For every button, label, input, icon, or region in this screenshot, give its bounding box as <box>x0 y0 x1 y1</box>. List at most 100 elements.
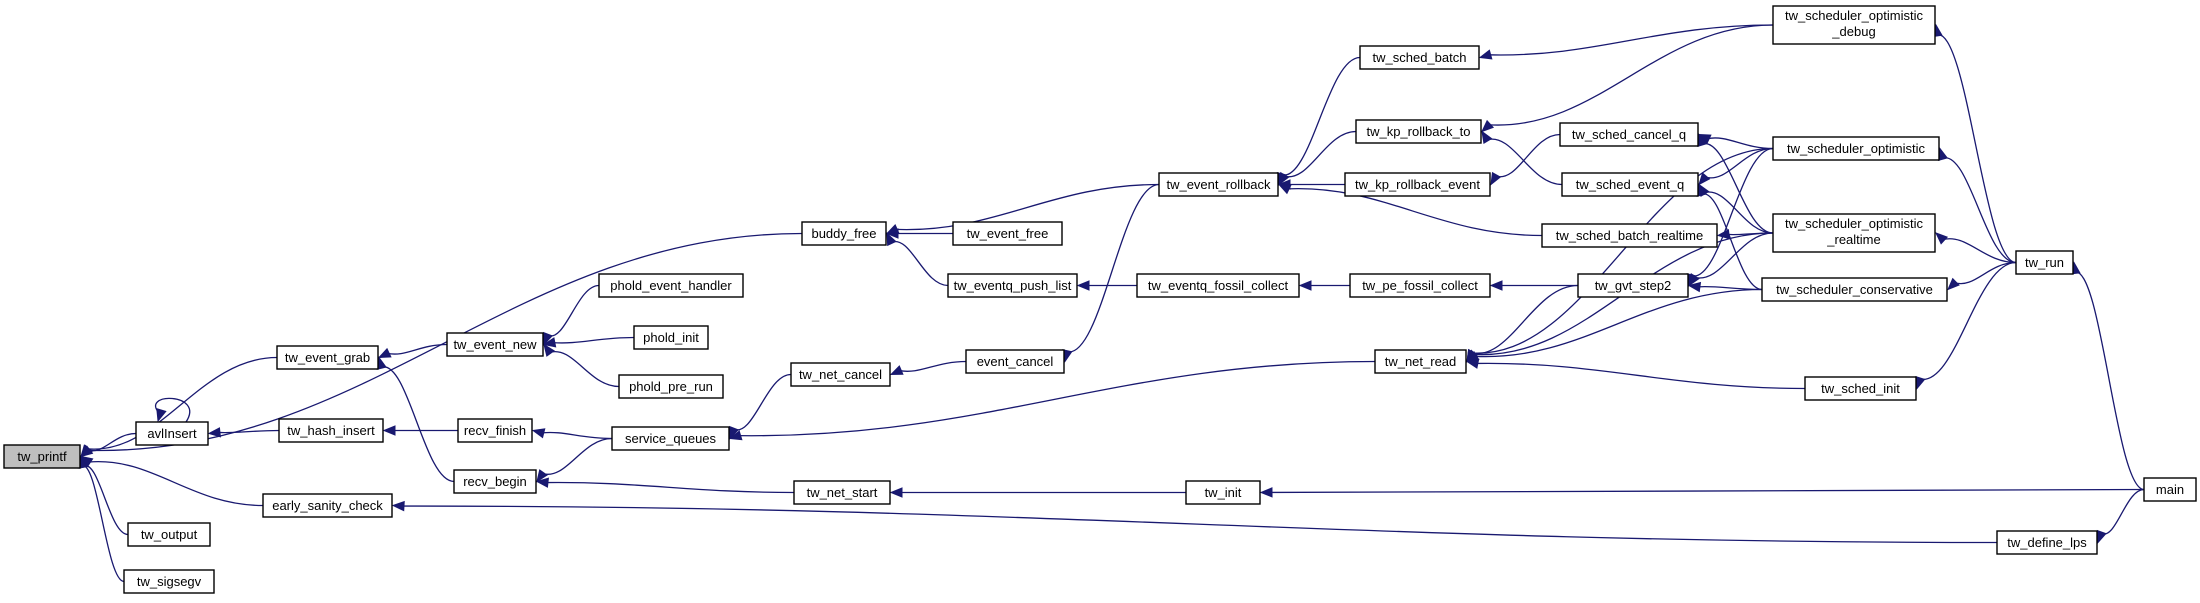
edge-tw-event-new-to-tw-event-grab <box>377 343 448 359</box>
edge-tw-net-read-to-service-queues <box>728 360 1376 441</box>
edge-tw-run-to-tw-scheduler-conservative <box>1947 261 2017 291</box>
node-tw-sched-init[interactable]: tw_sched_init <box>1804 376 1917 401</box>
node-tw-kp-rollback-event[interactable]: tw_kp_rollback_event <box>1344 172 1491 197</box>
node-tw-pe-fossil-collect[interactable]: tw_pe_fossil_collect <box>1349 273 1491 298</box>
node-tw-init[interactable]: tw_init <box>1185 480 1261 505</box>
edge-recv-begin-to-tw-event-grab <box>376 356 455 483</box>
edge-event-cancel-to-tw-net-cancel-arrowhead <box>889 365 904 376</box>
node-service-queues[interactable]: service_queues <box>611 426 730 451</box>
node-recv-begin[interactable]: recv_begin <box>453 469 537 494</box>
node-tw-event-grab[interactable]: tw_event_grab <box>276 345 379 370</box>
node-box <box>2143 477 2197 502</box>
node-tw-run[interactable]: tw_run <box>2015 250 2074 275</box>
edge-tw-scheduler-optimistic-realtime-to-tw-sched-cancel-q-line <box>1700 143 1774 234</box>
edge-tw-scheduler-optimistic-debug-to-tw-kp-rollback-to-arrowhead <box>1481 119 1495 133</box>
node-tw-net-cancel[interactable]: tw_net_cancel <box>790 362 891 387</box>
edge-avlInsert-to-avlInsert-arrowhead <box>156 407 167 423</box>
edge-tw-sched-init-to-tw-net-read-line <box>1475 362 1806 390</box>
node-box <box>135 421 209 446</box>
node-avlInsert[interactable]: avlInsert <box>135 421 209 446</box>
node-box <box>1559 122 1699 147</box>
node-event-cancel[interactable]: event_cancel <box>965 349 1065 374</box>
edge-recv-begin-to-tw-event-grab-line <box>380 366 455 483</box>
node-box <box>1136 273 1300 298</box>
node-tw-scheduler-optimistic-realtime[interactable]: tw_scheduler_optimistic_realtime <box>1772 213 1936 253</box>
node-early-sanity-check[interactable]: early_sanity_check <box>262 493 393 518</box>
node-box <box>633 325 709 350</box>
node-tw-net-read[interactable]: tw_net_read <box>1374 349 1467 374</box>
edge-phold-event-handler-to-tw-event-new <box>543 284 600 346</box>
node-box <box>457 418 533 443</box>
node-box <box>453 469 537 494</box>
edge-buddy-free-to-tw-printf-arrowhead <box>79 445 94 458</box>
edge-tw-run-to-tw-scheduler-optimistic-realtime <box>1935 232 2017 264</box>
node-box <box>611 426 730 451</box>
edge-phold-pre-run-to-tw-event-new-line <box>548 350 620 388</box>
node-box <box>618 374 724 399</box>
edge-tw-scheduler-optimistic-debug-to-tw-sched-batch-line <box>1488 24 1774 56</box>
node-tw-hash-insert[interactable]: tw_hash_insert <box>278 418 384 443</box>
edge-tw-eventq-fossil-collect-to-tw-eventq-push-list <box>1076 280 1138 291</box>
edge-phold-event-handler-to-tw-event-new-line <box>546 284 600 337</box>
node-label: tw_sched_batch_realtime <box>1556 228 1703 243</box>
node-label: service_queues <box>625 431 717 446</box>
node-phold-event-handler[interactable]: phold_event_handler <box>598 273 744 298</box>
edge-tw-eventq-push-list-to-buddy-free-line <box>890 240 949 287</box>
node-tw-event-free[interactable]: tw_event_free <box>952 221 1063 246</box>
node-label: tw_gvt_step2 <box>1595 278 1672 293</box>
node-tw-sigsegv[interactable]: tw_sigsegv <box>123 569 215 594</box>
node-box <box>1761 277 1948 302</box>
node-buddy-free[interactable]: buddy_free <box>801 221 887 246</box>
node-label: tw_sched_cancel_q <box>1572 127 1686 142</box>
node-tw-gvt-step2[interactable]: tw_gvt_step2 <box>1577 273 1689 298</box>
edge-tw-scheduler-optimistic-debug-to-tw-sched-batch <box>1478 24 1774 60</box>
edge-tw-scheduler-optimistic-to-tw-sched-event-q-line <box>1704 147 1774 179</box>
node-box <box>947 273 1078 298</box>
edge-main-to-tw-run <box>2070 261 2145 491</box>
edge-tw-scheduler-optimistic-to-tw-sched-event-q <box>1698 147 1774 186</box>
node-box <box>1772 213 1936 253</box>
node-phold-init[interactable]: phold_init <box>633 325 709 350</box>
edge-tw-run-to-tw-scheduler-optimistic-realtime-line <box>1942 238 2017 264</box>
edge-tw-run-to-tw-scheduler-conservative-arrowhead <box>1947 277 1960 291</box>
node-label: tw_event_rollback <box>1166 177 1271 192</box>
node-tw-sched-event-q[interactable]: tw_sched_event_q <box>1561 172 1699 197</box>
node-box <box>1374 349 1467 374</box>
node-box <box>446 332 544 357</box>
node-tw-sched-batch[interactable]: tw_sched_batch <box>1359 45 1480 70</box>
node-label: tw_scheduler_conservative <box>1776 282 1933 297</box>
edge-avlInsert-to-avlInsert-line <box>155 397 191 423</box>
edge-tw-net-read-to-service-queues-line <box>738 360 1376 437</box>
node-tw-kp-rollback-to[interactable]: tw_kp_rollback_to <box>1355 119 1482 144</box>
node-tw-net-start[interactable]: tw_net_start <box>793 480 891 505</box>
edge-service-queues-to-recv-begin-arrowhead <box>536 469 548 483</box>
node-tw-printf[interactable]: tw_printf <box>3 444 81 469</box>
edge-recv-finish-to-tw-hash-insert-arrowhead <box>382 425 396 436</box>
node-label: tw_sched_batch <box>1373 50 1467 65</box>
node-recv-finish[interactable]: recv_finish <box>457 418 533 443</box>
node-tw-eventq-fossil-collect[interactable]: tw_eventq_fossil_collect <box>1136 273 1300 298</box>
node-box <box>127 522 211 547</box>
node-tw-sched-batch-realtime[interactable]: tw_sched_batch_realtime <box>1541 223 1718 248</box>
node-box <box>965 349 1065 374</box>
node-tw-scheduler-optimistic-debug[interactable]: tw_scheduler_optimistic_debug <box>1772 5 1936 45</box>
node-tw-define-lps[interactable]: tw_define_lps <box>1996 530 2098 555</box>
node-tw-event-rollback[interactable]: tw_event_rollback <box>1158 172 1279 197</box>
edge-service-queues-to-recv-finish <box>531 428 613 440</box>
node-tw-scheduler-optimistic[interactable]: tw_scheduler_optimistic <box>1772 136 1940 161</box>
node-main[interactable]: main <box>2143 477 2197 502</box>
node-box <box>1804 376 1917 401</box>
node-tw-eventq-push-list[interactable]: tw_eventq_push_list <box>947 273 1078 298</box>
node-tw-output[interactable]: tw_output <box>127 522 211 547</box>
node-tw-scheduler-conservative[interactable]: tw_scheduler_conservative <box>1761 277 1948 302</box>
node-box <box>1996 530 2098 555</box>
node-label: tw_event_grab <box>285 350 370 365</box>
node-tw-sched-cancel-q[interactable]: tw_sched_cancel_q <box>1559 122 1699 147</box>
node-label: tw_printf <box>17 449 67 464</box>
node-box <box>801 221 887 246</box>
node-phold-pre-run[interactable]: phold_pre_run <box>618 374 724 399</box>
edge-tw-event-rollback-to-event-cancel <box>1062 183 1160 363</box>
edge-service-queues-to-recv-finish-line <box>541 431 613 440</box>
node-tw-event-new[interactable]: tw_event_new <box>446 332 544 357</box>
